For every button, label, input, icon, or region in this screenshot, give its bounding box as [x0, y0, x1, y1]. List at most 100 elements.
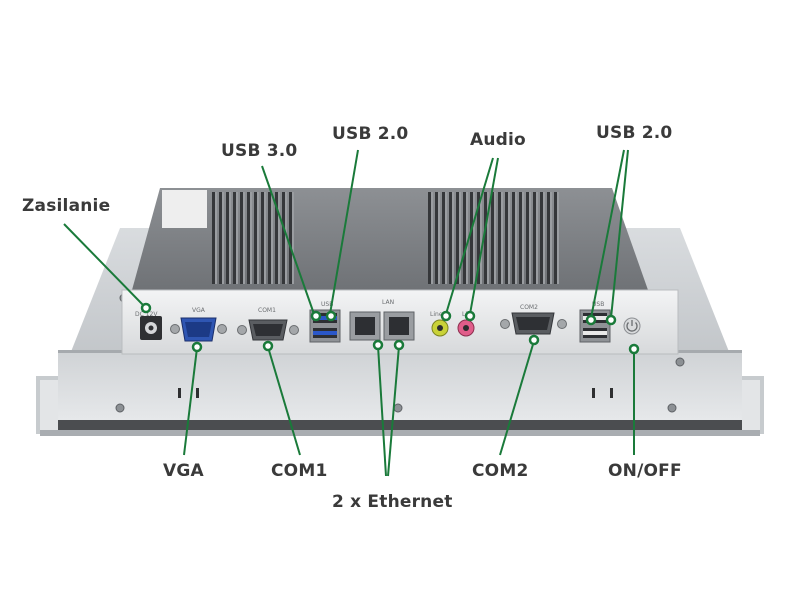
heatsink-fin [442, 192, 445, 284]
heatsink-fin-highlight [522, 192, 524, 284]
heatsink-fin [456, 192, 459, 284]
heatsink-fin [498, 192, 501, 284]
callout-line-com2 [499, 340, 535, 456]
heatsink-fin [247, 192, 250, 284]
heatsink-fin [554, 192, 557, 284]
label-vga: VGA [163, 461, 204, 481]
callout-dot-usb20-right-1 [585, 314, 597, 326]
device-label-sticker [162, 190, 207, 228]
label-usb20-left: USB 2.0 [332, 124, 409, 144]
heatsink-fin-highlight [459, 192, 461, 284]
heatsink-fin-highlight [215, 192, 217, 284]
heatsink-body [132, 188, 648, 290]
heatsink-fin-highlight [487, 192, 489, 284]
heatsink-fin-highlight [431, 192, 433, 284]
heatsink-fin [268, 192, 271, 284]
callout-dot-ethernet-2 [393, 339, 405, 351]
callout-line-usb30 [261, 165, 315, 315]
heatsink-fin-highlight [445, 192, 447, 284]
callout-dot-vga [191, 341, 203, 353]
heatsink-fin [449, 192, 452, 284]
callout-dot-usb20-left [325, 310, 337, 322]
heatsink-fin-highlight [257, 192, 259, 284]
callout-line-usb20-right-2 [610, 149, 629, 319]
heatsink-fin [261, 192, 264, 284]
label-usb30: USB 3.0 [221, 141, 298, 161]
heatsink-fin [533, 192, 536, 284]
heatsink-fin-highlight [236, 192, 238, 284]
panel-label-lan: LAN [382, 299, 394, 306]
heatsink-fin-highlight [473, 192, 475, 284]
heatsink-fin-highlight [508, 192, 510, 284]
callout-dot-com1 [262, 340, 274, 352]
heatsink-fin [470, 192, 473, 284]
panel-label-com1: COM1 [258, 307, 276, 314]
heatsink-fin-highlight [222, 192, 224, 284]
label-com2: COM2 [472, 461, 529, 481]
panel-label-dc: DC 12V [135, 311, 158, 318]
heatsink-fins-left [212, 192, 294, 284]
heatsink-fin-highlight [278, 192, 280, 284]
heatsink-fin-highlight [466, 192, 468, 284]
heatsink-fin-highlight [501, 192, 503, 284]
callout-dot-audio-out [440, 310, 452, 322]
heatsink-fin-highlight [515, 192, 517, 284]
heatsink-fin [477, 192, 480, 284]
heatsink-fin-highlight [536, 192, 538, 284]
heatsink-fin [463, 192, 466, 284]
heatsink-fin-highlight [271, 192, 273, 284]
callout-line-vga [183, 347, 198, 456]
usb2-ports [579, 309, 611, 343]
dc-jack [140, 316, 162, 340]
callout-dot-power [140, 302, 152, 314]
lan-ports [349, 311, 415, 341]
label-ethernet: 2 x Ethernet [332, 492, 453, 512]
callout-line-audio-2 [469, 157, 499, 315]
heatsink-fin [526, 192, 529, 284]
heatsink-fin [540, 192, 543, 284]
vga-port [170, 317, 227, 342]
com2-port [500, 312, 567, 335]
callout-line-usb20-left [329, 149, 359, 315]
heatsink-fin-highlight [543, 192, 545, 284]
callout-line-ethernet-2 [387, 345, 400, 477]
heatsink-fin [289, 192, 292, 284]
heatsink-fin [212, 192, 215, 284]
heatsink-fin [275, 192, 278, 284]
label-com1: COM1 [271, 461, 328, 481]
audio-jacks [431, 319, 475, 337]
heatsink-fin-highlight [229, 192, 231, 284]
panel-label-line-out: Line [430, 311, 443, 318]
heatsink-fin [233, 192, 236, 284]
heatsink-fin-highlight [243, 192, 245, 284]
panel-label-com2: COM2 [520, 304, 538, 311]
heatsink-fin [240, 192, 243, 284]
heatsink-fins-right [428, 192, 559, 284]
callout-dots [140, 302, 640, 355]
heatsink-fin [505, 192, 508, 284]
heatsink-fin-highlight [550, 192, 552, 284]
heatsink-fin-highlight [494, 192, 496, 284]
label-power: Zasilanie [22, 196, 111, 216]
callout-line-power [63, 223, 145, 307]
panel-label-vga: VGA [192, 307, 206, 314]
power-button [623, 317, 641, 335]
heatsink-fin [547, 192, 550, 284]
heatsink-fin [219, 192, 222, 284]
heatsink-fin-highlight [285, 192, 287, 284]
heatsink-fin [428, 192, 431, 284]
callout-dot-com2 [528, 334, 540, 346]
heatsink-fin [512, 192, 515, 284]
callout-line-com1 [267, 346, 301, 456]
callout-line-audio-1 [445, 157, 494, 315]
heatsink-fin [254, 192, 257, 284]
callout-dot-onoff [628, 343, 640, 355]
heatsink-fin-highlight [529, 192, 531, 284]
panel-label-usb-right: USB [592, 301, 604, 308]
label-audio: Audio [470, 130, 526, 150]
heatsink-fin-highlight [264, 192, 266, 284]
heatsink-fin-highlight [438, 192, 440, 284]
callout-dot-ethernet-1 [372, 339, 384, 351]
panel-label-usb: USB [321, 301, 333, 308]
